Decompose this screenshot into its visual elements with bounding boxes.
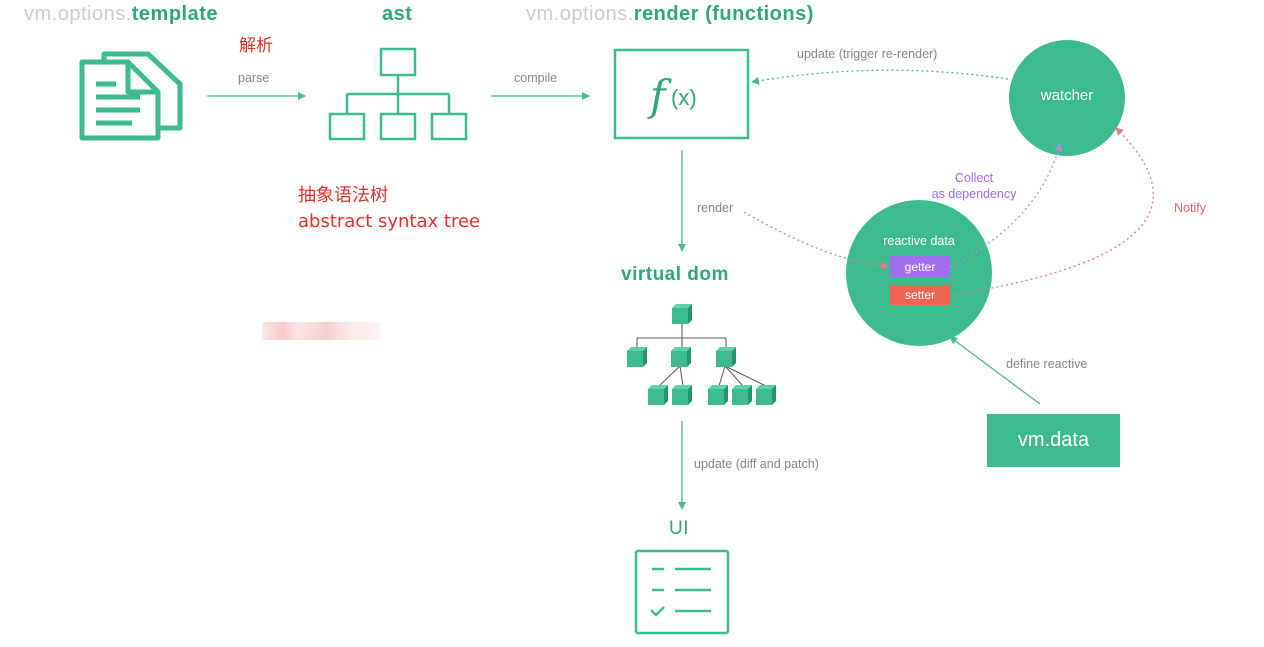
- ast-heading: ast: [382, 3, 413, 25]
- getter-label: getter: [904, 260, 936, 274]
- collect-label: Collect as dependency: [931, 171, 1017, 201]
- update-trigger-label: update (trigger re-render): [797, 47, 938, 61]
- collect-dependency-arrow: [949, 143, 1063, 268]
- setter-box: [890, 285, 950, 305]
- checklist-icon: [634, 549, 730, 635]
- define-reactive-label: define reactive: [1006, 357, 1088, 371]
- render-label: render: [697, 201, 734, 215]
- ast-cn-annotation: 抽象语法树: [298, 185, 388, 206]
- arrows-solid: [207, 92, 1041, 510]
- parse-cn-annotation: 解析: [239, 36, 273, 56]
- cube-tree-icon: [627, 304, 776, 405]
- update-diff-label: update (diff and patch): [694, 457, 819, 471]
- ui-heading: UI: [669, 518, 689, 539]
- ast-en-annotation: abstract syntax tree: [298, 211, 481, 232]
- function-symbol-f: f: [647, 71, 672, 120]
- compile-label: compile: [514, 71, 558, 85]
- watcher-label: watcher: [1040, 87, 1094, 104]
- parse-label: parse: [238, 71, 270, 85]
- render-function-box: [613, 48, 750, 140]
- vm-data-label: vm.data: [1017, 429, 1090, 451]
- blurred-watermark: [262, 322, 380, 340]
- notify-label: Notify: [1174, 201, 1206, 215]
- notify-arrow: [951, 127, 1154, 296]
- getter-box: [890, 256, 950, 277]
- render-to-getter-arrow: [743, 211, 889, 270]
- function-symbol-x: (x): [671, 85, 697, 110]
- render-heading: vm.options.render (functions): [526, 3, 814, 25]
- vm-data-node: [987, 414, 1120, 467]
- tree-structure-icon: [328, 47, 468, 141]
- define-reactive-arrow: [949, 336, 1041, 405]
- reactive-data-label: reactive data: [883, 234, 955, 248]
- template-heading: vm.options.template: [24, 3, 219, 25]
- watcher-node: [1009, 40, 1125, 156]
- update-trigger-arrow: [751, 69, 1009, 85]
- documents-icon: [79, 51, 183, 141]
- setter-label: setter: [904, 288, 935, 302]
- virtual-dom-heading: virtual dom: [621, 264, 729, 285]
